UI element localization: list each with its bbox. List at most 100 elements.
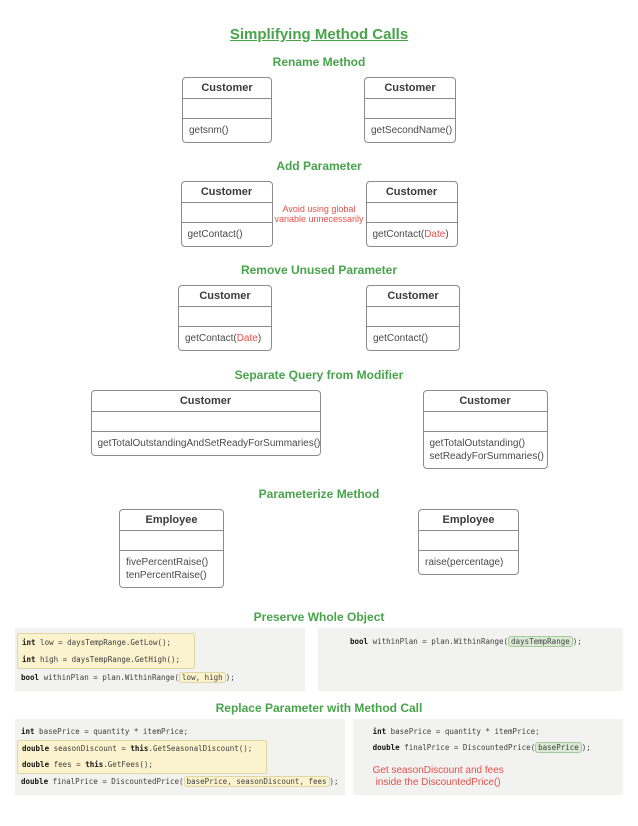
code-group: double finalPrice = DiscountedPrice(base…	[21, 774, 339, 790]
method-label: setReadyForSummaries()	[429, 451, 544, 462]
class-name: Customer	[365, 78, 455, 99]
section-heading-rename-method: Rename Method	[272, 55, 366, 69]
code-keyword: this	[130, 744, 149, 753]
class-methods: getContact(Date)	[367, 223, 457, 246]
uml-class-box-after: Customer getTotalOutstanding() setReadyF…	[422, 390, 548, 469]
code-keyword: int	[21, 727, 35, 736]
class-attributes-empty	[367, 307, 459, 327]
class-name: Customer	[367, 286, 459, 307]
method-label: getContact(Date)	[185, 332, 265, 345]
code-text: );	[572, 637, 582, 646]
highlighted-code-group: int low = daysTempRange.GetLow();int hig…	[17, 633, 196, 669]
class-name: Employee	[419, 510, 518, 531]
code-text: withinPlan = plan.WithinRange(	[368, 637, 509, 646]
class-methods: getTotalOutstandingAndSetReadyForSummari…	[92, 432, 321, 455]
code-block-after: int basePrice = quantity * itemPrice;dou…	[352, 719, 623, 795]
method-label: getTotalOutstandingAndSetReadyForSummari…	[97, 438, 321, 449]
method-label: getContact()	[373, 333, 429, 344]
uml-class-box-before: Customer getsnm()	[182, 77, 272, 143]
uml-class-box-before: Customer getTotalOutstandingAndSetReadyF…	[90, 390, 321, 456]
method-label: getTotalOutstanding()	[429, 438, 526, 449]
method-label: fivePercentRaise()	[126, 557, 209, 568]
code-group: int basePrice = quantity * itemPrice;	[21, 724, 339, 740]
code-keyword: this	[85, 760, 104, 769]
code-keyword: bool	[21, 673, 40, 682]
class-attributes-empty	[179, 307, 271, 327]
code-line: int basePrice = quantity * itemPrice;	[373, 724, 617, 740]
code-line: double finalPrice = DiscountedPrice(base…	[373, 740, 617, 756]
class-attributes-empty	[419, 531, 518, 551]
method-text: getContact(	[372, 229, 425, 240]
code-text: );	[329, 777, 339, 786]
rename-method-row: Customer getsnm() Customer getSecondName…	[0, 77, 638, 143]
class-methods: getContact()	[367, 327, 459, 350]
method-label: raise(percentage)	[425, 557, 504, 568]
method-label: tenPercentRaise()	[126, 570, 207, 581]
code-line: double fees = this.GetFees();	[22, 757, 252, 773]
code-block-before: int low = daysTempRange.GetLow();int hig…	[15, 628, 305, 691]
code-text: fees =	[49, 760, 86, 769]
class-methods: fivePercentRaise() tenPercentRaise()	[120, 551, 223, 587]
uml-class-box-after: Employee raise(percentage)	[418, 509, 519, 575]
warning-note-line1: Avoid using global	[282, 203, 356, 214]
section-heading-separate-query-from-modifier: Separate Query from Modifier	[234, 368, 404, 382]
remove-parameter-row: Customer getContact(Date) Customer getCo…	[0, 285, 638, 351]
code-keyword: double	[21, 777, 49, 786]
class-methods: getSecondName()	[365, 119, 455, 142]
class-name: Customer	[183, 78, 271, 99]
class-attributes-empty	[91, 412, 320, 432]
method-label: getContact()	[187, 229, 243, 240]
code-text: low = daysTempRange.GetLow();	[35, 638, 172, 647]
section-heading-preserve-whole-object: Preserve Whole Object	[253, 610, 385, 624]
code-line: double seasonDiscount = this.GetSeasonal…	[22, 741, 252, 757]
code-line: bool withinPlan = plan.WithinRange(daysT…	[350, 633, 617, 650]
code-text: .GetFees();	[103, 760, 153, 769]
code-line: double finalPrice = DiscountedPrice(base…	[21, 774, 339, 790]
parameterize-method-row: Employee fivePercentRaise() tenPercentRa…	[0, 509, 638, 588]
code-line: int high = daysTempRange.GetHigh();	[22, 651, 180, 668]
class-name: Employee	[120, 510, 223, 531]
class-attributes-empty	[423, 412, 547, 432]
uml-class-box-before: Employee fivePercentRaise() tenPercentRa…	[119, 509, 224, 588]
code-text: finalPrice = DiscountedPrice(	[399, 743, 536, 752]
yellow-highlight: basePrice, seasonDiscount, fees	[183, 776, 330, 787]
green-highlight: basePrice	[535, 742, 582, 753]
code-text: finalPrice = DiscountedPrice(	[48, 777, 184, 786]
code-block-before: int basePrice = quantity * itemPrice;dou…	[15, 719, 345, 795]
code-keyword: bool	[350, 637, 369, 646]
section-heading-remove-unused-parameter: Remove Unused Parameter	[240, 263, 398, 277]
explanation-note-line2: inside the DiscountedPrice()	[375, 777, 501, 788]
class-attributes-empty	[366, 203, 457, 223]
code-keyword: int	[22, 638, 36, 647]
class-methods: getTotalOutstanding() setReadyForSummari…	[424, 432, 547, 468]
code-text: high = daysTempRange.GetHigh();	[35, 655, 181, 664]
code-keyword: int	[22, 655, 36, 664]
uml-class-box-after: Customer getContact(Date)	[365, 181, 458, 247]
method-text: )	[257, 333, 262, 344]
code-keyword: int	[372, 727, 387, 736]
class-attributes-empty	[183, 99, 271, 119]
code-line: int low = daysTempRange.GetLow();	[22, 634, 180, 651]
code-text: seasonDiscount =	[49, 744, 131, 753]
add-parameter-row: Customer getContact() Avoid using global…	[0, 181, 638, 247]
code-keyword: double	[22, 744, 50, 753]
code-line: bool withinPlan = plan.WithinRange(low, …	[21, 669, 299, 686]
class-name: Customer	[423, 391, 547, 412]
explanation-note-line1: Get seasonDiscount and fees	[372, 765, 504, 776]
green-highlight: daysTempRange	[508, 636, 573, 647]
method-label: getContact(Date)	[373, 228, 451, 241]
class-name: Customer	[179, 286, 271, 307]
class-name: Customer	[181, 182, 272, 203]
code-group: int basePrice = quantity * itemPrice;dou…	[373, 724, 617, 756]
method-text: )	[445, 229, 449, 240]
class-attributes-empty	[181, 203, 272, 223]
method-text: getContact(	[185, 333, 237, 344]
class-methods: raise(percentage)	[419, 551, 518, 574]
class-name: Customer	[366, 182, 457, 203]
code-text: .GetSeasonalDiscount();	[148, 744, 253, 753]
replace-parameter-row: int basePrice = quantity * itemPrice;dou…	[15, 719, 623, 795]
uml-class-box-before: Customer getContact()	[180, 181, 273, 247]
method-param-highlight: Date	[236, 333, 258, 344]
code-group: bool withinPlan = plan.WithinRange(daysT…	[350, 633, 617, 650]
separate-query-row: Customer getTotalOutstandingAndSetReadyF…	[0, 390, 638, 469]
